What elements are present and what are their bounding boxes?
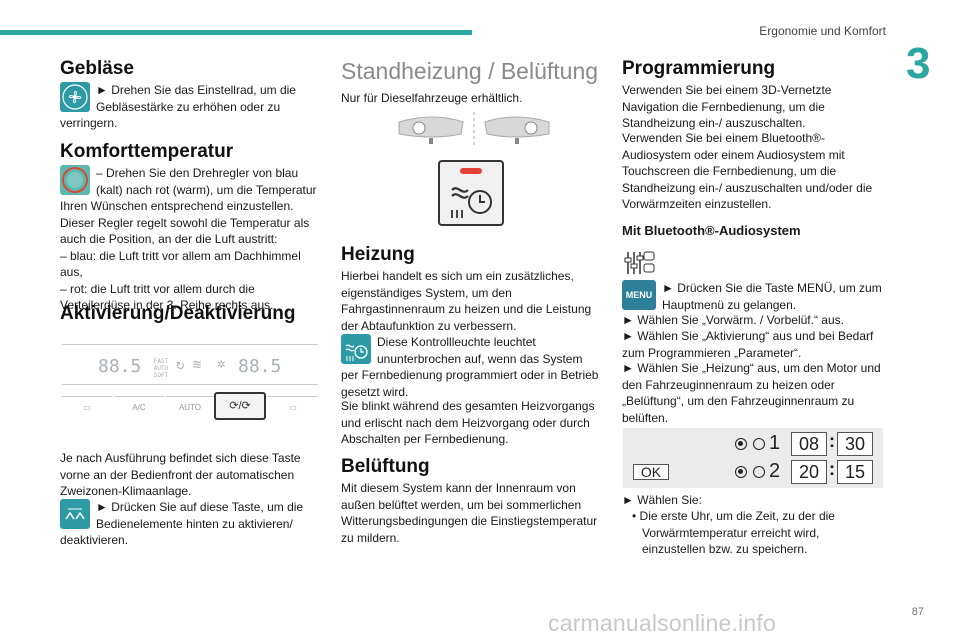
step-4: ► Wählen Sie „Heizung“ aus, um den Motor… (622, 361, 881, 425)
panel-fast-auto: FAST AUTO SOFT (153, 358, 169, 379)
komfort-text-1: – Drehen Sie den Drehregler von blau (ka… (60, 166, 317, 213)
heizung-heading: Heizung (341, 244, 415, 265)
timer-1-radio-icon (735, 438, 747, 450)
step-5: ► Wählen Sie: (622, 493, 702, 507)
menu-label: MENU (625, 290, 653, 300)
belueftung-heading: Belüftung (341, 456, 430, 477)
climate-panel-illustration: 88.5 FAST AUTO SOFT ↻ ≋ ✲ 88.5 ▭ A/C AUT… (62, 340, 318, 426)
panel-top-edge (62, 344, 318, 345)
menu-button-icon: MENU (622, 280, 656, 310)
heizung-text-2: Diese Kontrollleuchte leuchtet ununterbr… (341, 335, 599, 399)
panel-left-temp: 88.5 (98, 356, 142, 377)
steering-wheel-illustration (393, 110, 555, 150)
standheizung-intro: Nur für Dieselfahrzeuge erhältlich. (341, 91, 523, 105)
ok-button: OK (633, 464, 669, 480)
temperature-knob-icon (60, 165, 90, 195)
auxiliary-heating-button-illustration (438, 160, 504, 226)
bluetooth-subheading: Mit Bluetooth®-Audiosystem (622, 223, 801, 238)
programming-display: OK 1 08 : 30 2 20 : 15 (623, 428, 883, 488)
aktivierung-text-2: ► Drücken Sie auf diese Taste, um die Be… (60, 500, 304, 547)
standheizung-heading: Standheizung / Belüftung (341, 58, 599, 84)
header-accent-bar (0, 30, 472, 35)
panel-front-defrost-button: ▭ (62, 396, 112, 418)
belueftung-text: Mit diesem System kann der Innenraum von… (341, 481, 598, 545)
section-header: Ergonomie und Komfort (759, 24, 886, 38)
komfort-text-3: – blau: die Luft tritt vor allem am Dach… (60, 248, 301, 280)
step-2: ► Wählen Sie „Vorwärm. / Vorbelüf.“ aus. (622, 313, 844, 327)
panel-right-temp: 88.5 (238, 356, 282, 377)
heizung-text-3: Sie blinkt während des gesamten Heizvorg… (341, 399, 595, 446)
panel-rear-defrost-button: ▭ (268, 396, 318, 418)
panel-rear-control-button: ⟳/⟳ (214, 392, 266, 420)
timer-2-radio-icon (735, 466, 747, 478)
panel-recirc-icon: ↻ ≋ (176, 357, 202, 373)
step-1: ► Drücken Sie die Taste MENÜ, um zum Hau… (662, 281, 882, 312)
programmierung-text-1: Verwenden Sie bei einem 3D-Vernetzte Nav… (622, 83, 832, 130)
timer-2-hours: 20 (791, 460, 827, 484)
geblaese-text: ► Drehen Sie das Einstellrad, um die Geb… (60, 83, 296, 130)
auxiliary-heating-indicator-icon (341, 334, 371, 364)
komfort-text-4: – rot: die Luft tritt vor allem durch di… (60, 281, 274, 313)
panel-mid-edge (62, 384, 318, 385)
aktivierung-text-1: Je nach Ausführung befindet sich diese T… (60, 451, 301, 498)
timer-2-number: 2 (769, 460, 781, 482)
timer-2-clock-icon (753, 466, 765, 478)
panel-ac-button: A/C (114, 396, 164, 418)
programmierung-heading: Programmierung (622, 58, 776, 79)
aktivierung-heading: Aktivierung/Deaktivierung (60, 303, 296, 324)
timer-1-hours: 08 (791, 432, 827, 456)
heizung-text-1: Hierbei handelt es sich um ein zusätzlic… (341, 269, 592, 333)
timer-2-colon: : (829, 459, 835, 479)
chapter-number: 3 (906, 39, 931, 88)
timer-1-clock-icon (753, 438, 765, 450)
geblaese-heading: Gebläse (60, 58, 134, 79)
timer-2-minutes: 15 (837, 460, 873, 484)
timer-1-number: 1 (769, 432, 781, 454)
settings-icon (624, 250, 658, 276)
komfort-heading: Komforttemperatur (60, 141, 234, 162)
page-number: 87 (911, 606, 924, 618)
step-3: ► Wählen Sie „Aktivierung“ aus und bei B… (622, 329, 874, 360)
rear-controls-icon (60, 499, 90, 529)
komfort-text-2: Dieser Regler regelt sowohl die Temperat… (60, 215, 310, 247)
step-6: • Die erste Uhr, um die Zeit, zu der die… (632, 509, 835, 556)
timer-1-minutes: 30 (837, 432, 873, 456)
panel-auto-button: AUTO (166, 396, 214, 418)
programmierung-text-2: Verwenden Sie bei einem Bluetooth®-Audio… (622, 131, 873, 211)
panel-fan-icon: ✲ (217, 356, 226, 372)
timer-1-colon: : (829, 431, 835, 451)
fan-icon (60, 82, 90, 112)
watermark: carmanualsonline.info (548, 610, 776, 636)
